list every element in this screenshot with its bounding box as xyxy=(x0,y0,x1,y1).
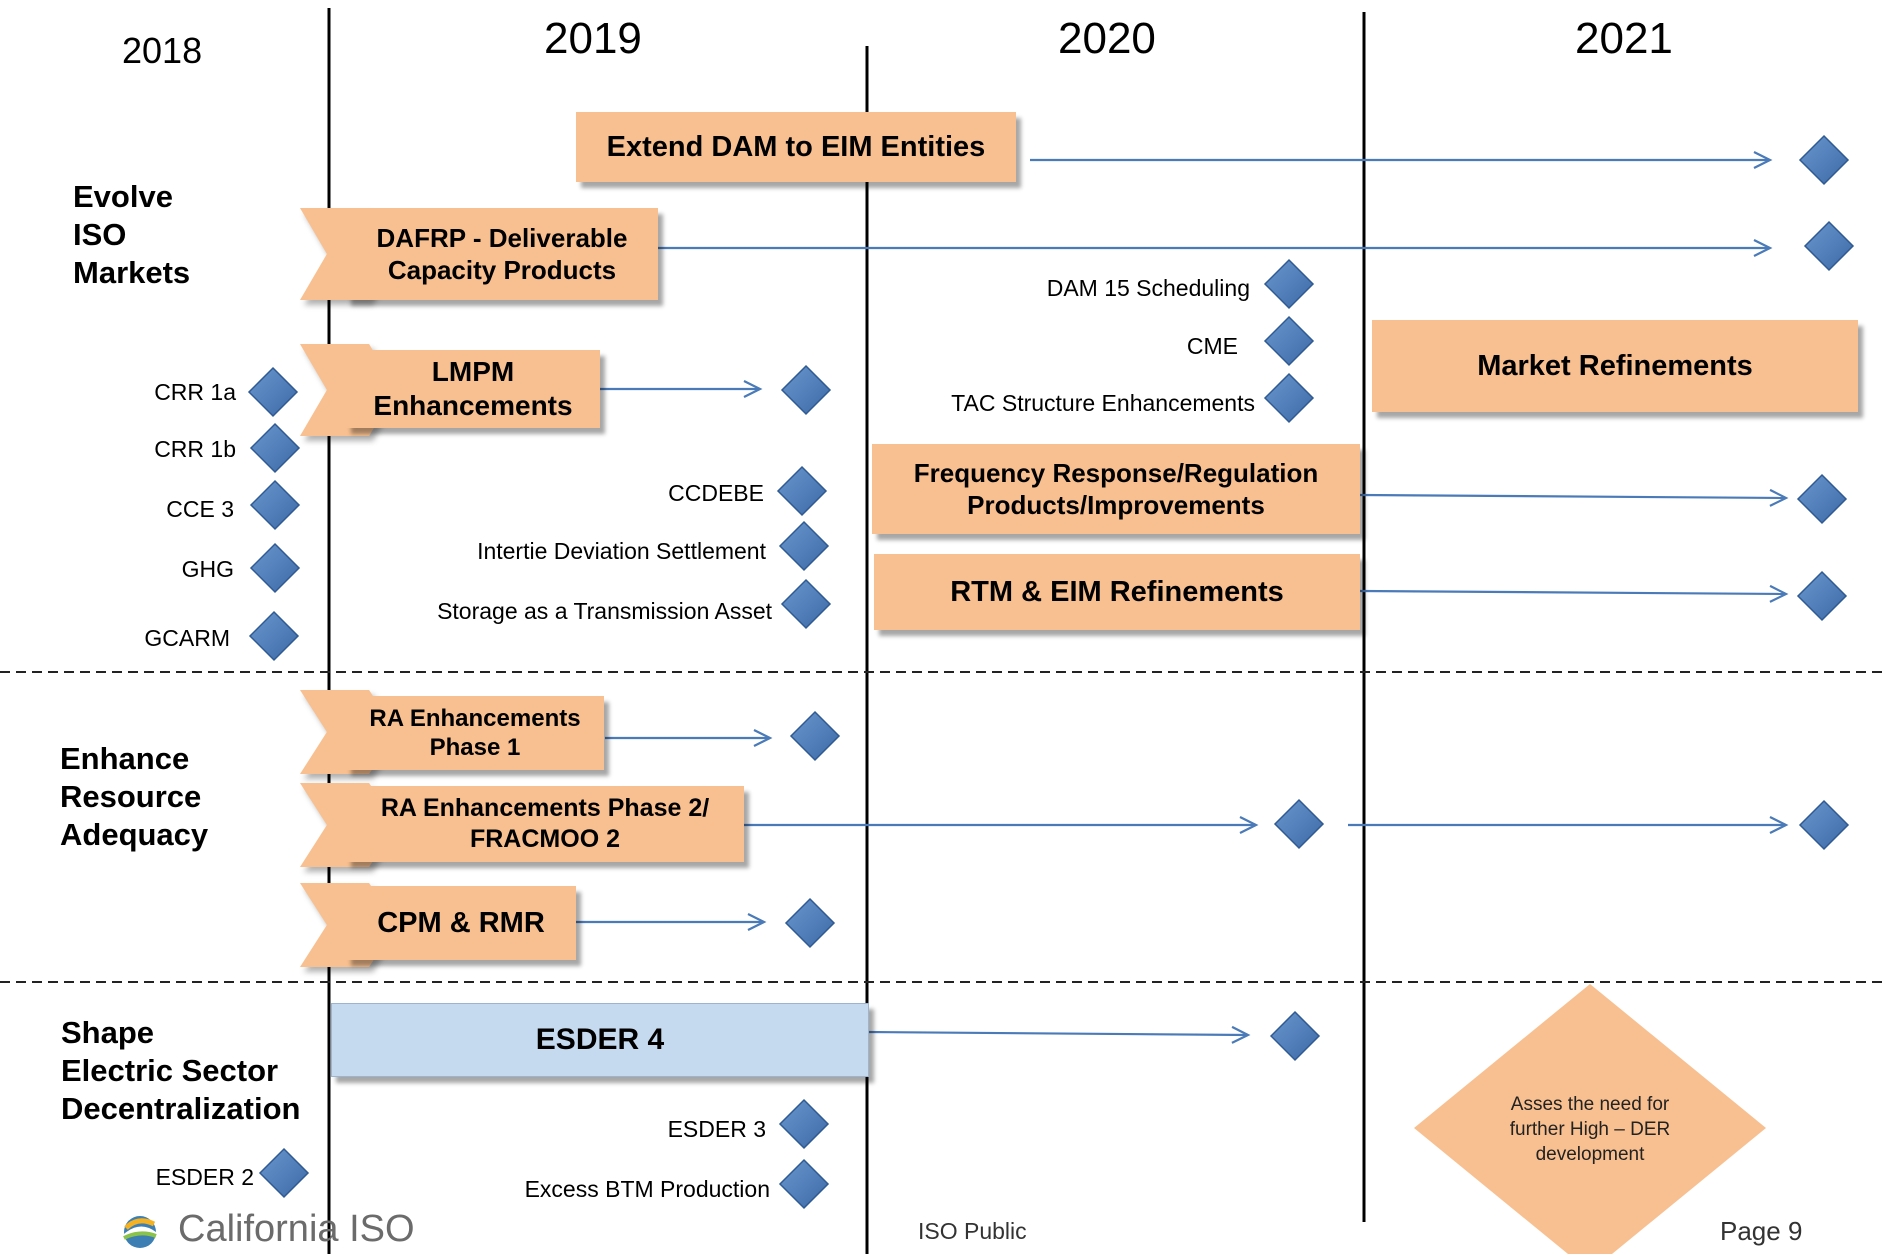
milestone-diamond-excess-btm xyxy=(778,1158,830,1210)
group-evolve-iso-markets: Evolve ISO Markets xyxy=(73,179,191,290)
california-iso-logo-text: California ISO xyxy=(178,1208,415,1250)
milestone-label-storage: Storage as a Transmission Asset xyxy=(437,598,772,624)
box-esder4: ESDER 4 xyxy=(331,1003,869,1077)
milestone-label-crr1b: CRR 1b xyxy=(154,436,236,462)
milestone-diamond-cpm-rmr xyxy=(784,897,836,949)
milestone-diamond-crr1b xyxy=(249,422,301,474)
milestone-diamond-ra-phase1 xyxy=(789,710,841,762)
arrow-esder4 xyxy=(865,1025,1251,1044)
milestone-label-esder3: ESDER 3 xyxy=(667,1116,766,1142)
assess-diamond-text: Asses the need for further High – DER de… xyxy=(1509,1094,1671,1165)
milestone-diamond-esder2 xyxy=(258,1147,310,1199)
milestone-diamond-cce3 xyxy=(249,479,301,531)
milestone-diamond-ghg xyxy=(249,542,301,594)
milestone-label-ccdebe: CCDEBE xyxy=(668,480,764,506)
box-ra-enhancements-phase2: RA Enhancements Phase 2/ FRACMOO 2 xyxy=(346,786,744,862)
milestone-label-gcarm: GCARM xyxy=(144,625,230,651)
milestone-diamond-lmpm xyxy=(780,364,832,416)
box-extend-dam-to-eim: Extend DAM to EIM Entities xyxy=(576,112,1016,182)
milestone-diamond-extend-dam xyxy=(1798,134,1850,186)
group-enhance-resource-adequacy: Enhance Resource Adequacy xyxy=(60,741,209,852)
milestone-label-ghg: GHG xyxy=(181,556,234,582)
milestone-diamond-dam15 xyxy=(1263,258,1315,310)
year-2020: 2020 xyxy=(1058,14,1156,63)
box-rtm-eim-refinements: RTM & EIM Refinements xyxy=(874,554,1360,630)
arrow-freq-response xyxy=(1359,488,1789,507)
milestone-diamond-gcarm xyxy=(248,610,300,662)
milestone-label-tac: TAC Structure Enhancements xyxy=(951,390,1255,416)
milestone-label-cme: CME xyxy=(1186,333,1238,359)
milestone-diamond-ccdebe xyxy=(776,465,828,517)
group-shape-electric-sector-decentralization: Shape Electric Sector Decentralization xyxy=(61,1015,301,1126)
milestone-label-esder2: ESDER 2 xyxy=(155,1164,254,1190)
page-number: Page 9 xyxy=(1720,1216,1803,1246)
box-cpm-rmr: CPM & RMR xyxy=(346,886,576,960)
year-2019: 2019 xyxy=(544,14,642,63)
box-frequency-response: Frequency Response/Regulation Products/I… xyxy=(872,444,1360,534)
milestone-label-cce3: CCE 3 xyxy=(166,496,234,522)
milestone-diamond-storage xyxy=(780,578,832,630)
box-market-refinements: Market Refinements xyxy=(1372,320,1858,412)
milestone-diamond-esder3 xyxy=(778,1098,830,1150)
arrow-rtm-eim xyxy=(1359,584,1789,603)
year-2018: 2018 xyxy=(122,30,203,71)
milestone-diamond-intertie xyxy=(778,520,830,572)
california-iso-logo-icon xyxy=(112,1206,176,1250)
classification-label: ISO Public xyxy=(918,1218,1027,1244)
box-lmpm-enhancements: LMPM Enhancements xyxy=(346,350,600,428)
box-ra-enhancements-phase1: RA Enhancements Phase 1 xyxy=(346,696,604,770)
milestone-label-intertie: Intertie Deviation Settlement xyxy=(477,538,766,564)
milestone-diamond-cme xyxy=(1263,315,1315,367)
box-dafrp: DAFRP - Deliverable Capacity Products xyxy=(346,208,658,300)
milestone-label-crr1a: CRR 1a xyxy=(154,379,236,405)
milestone-label-dam15: DAM 15 Scheduling xyxy=(1046,275,1250,301)
milestone-diamond-rtm-eim xyxy=(1796,570,1848,622)
milestone-diamond-crr1a xyxy=(247,366,299,418)
milestone-diamond-ra-phase2-2021 xyxy=(1798,799,1850,851)
milestone-label-excess-btm: Excess BTM Production xyxy=(524,1176,770,1202)
assess-diamond-shape xyxy=(1414,984,1766,1254)
milestone-diamond-dafrp xyxy=(1803,220,1855,272)
milestone-diamond-ra-phase2-2020 xyxy=(1273,798,1325,850)
milestone-diamond-esder4 xyxy=(1269,1010,1321,1062)
milestone-diamond-tac xyxy=(1263,372,1315,424)
milestone-diamond-freq-response xyxy=(1796,473,1848,525)
year-2021: 2021 xyxy=(1575,14,1673,63)
